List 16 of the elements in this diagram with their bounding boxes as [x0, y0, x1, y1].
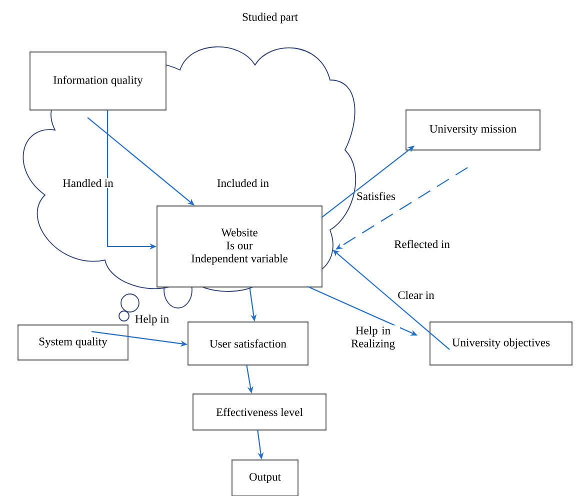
- concept-box: Website Is our Independent variable: [156, 206, 322, 288]
- concept-box: Information quality: [30, 52, 166, 110]
- concept-box: Effectiveness level: [192, 394, 326, 430]
- concept-box: University mission: [406, 110, 540, 150]
- edge-label: Included in: [216, 178, 270, 188]
- edge-label: Reflected in: [393, 238, 451, 250]
- concept-box: System quality: [18, 324, 128, 360]
- concept-box: University objectives: [430, 322, 572, 366]
- concept-box: User satisfaction: [188, 322, 308, 366]
- edge-label: Handled in: [62, 178, 114, 188]
- concept-box: Output: [232, 460, 298, 496]
- title: Studied part: [242, 12, 298, 24]
- edge-label: Help in: [134, 314, 170, 326]
- edge-label: Satisfies: [356, 190, 396, 202]
- edge-label: Clear in: [396, 290, 436, 300]
- edge-label: Help in Realizing: [346, 325, 400, 351]
